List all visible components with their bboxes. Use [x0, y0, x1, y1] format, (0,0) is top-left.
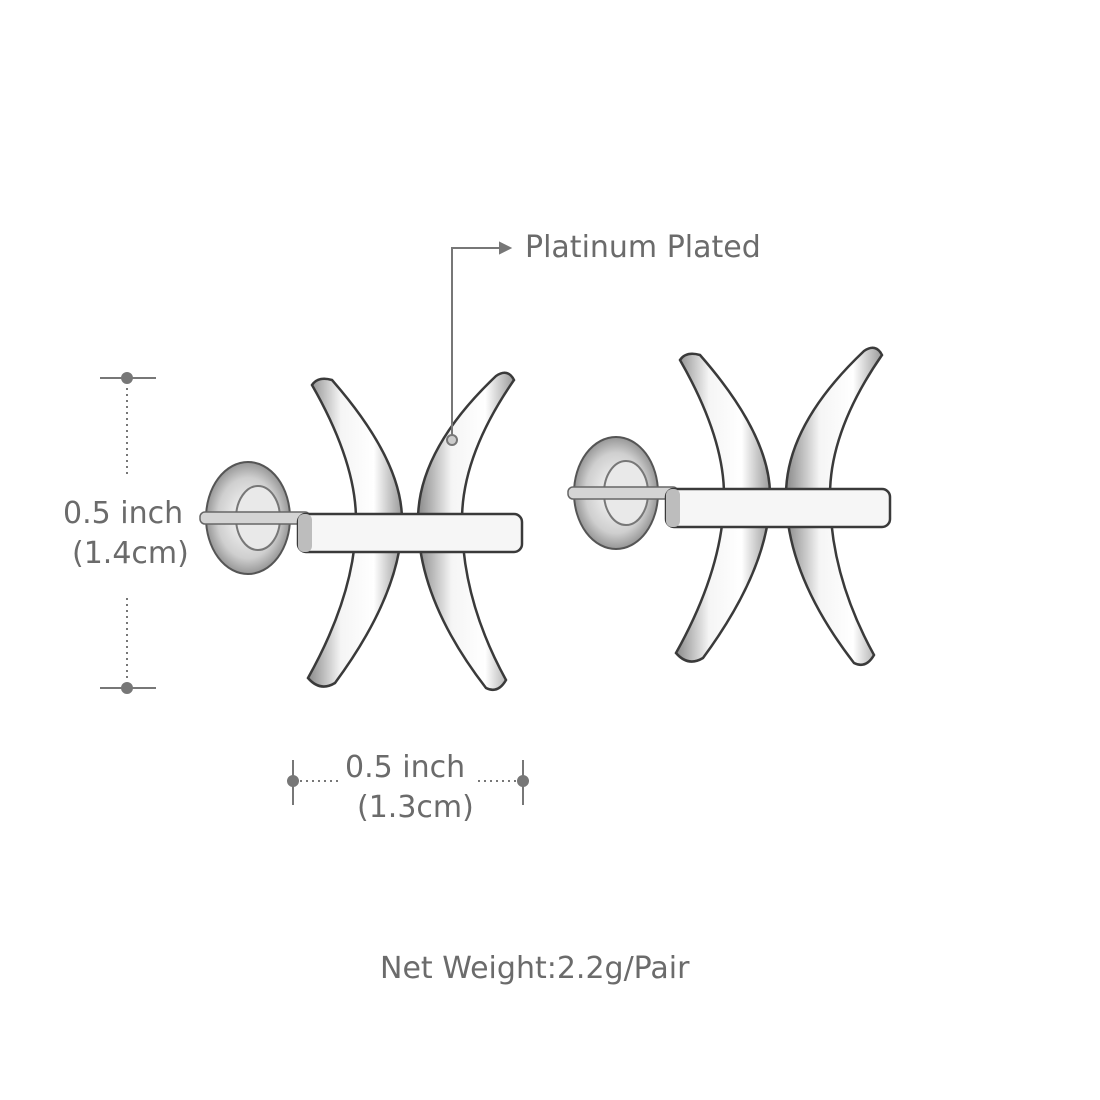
- width-cm-label: (1.3cm): [357, 790, 474, 825]
- right-earring: [566, 346, 892, 667]
- callout-pointer: [446, 241, 513, 446]
- left-earring: [198, 371, 524, 692]
- height-inch-label: 0.5 inch: [63, 496, 184, 531]
- net-weight-label: Net Weight:2.2g/Pair: [380, 951, 690, 986]
- width-inch-label: 0.5 inch: [345, 750, 466, 785]
- height-dimension-line: [100, 372, 156, 694]
- width-dimension-line: [287, 760, 529, 805]
- callout-label: Platinum Plated: [525, 230, 761, 265]
- height-cm-label: (1.4cm): [72, 536, 189, 571]
